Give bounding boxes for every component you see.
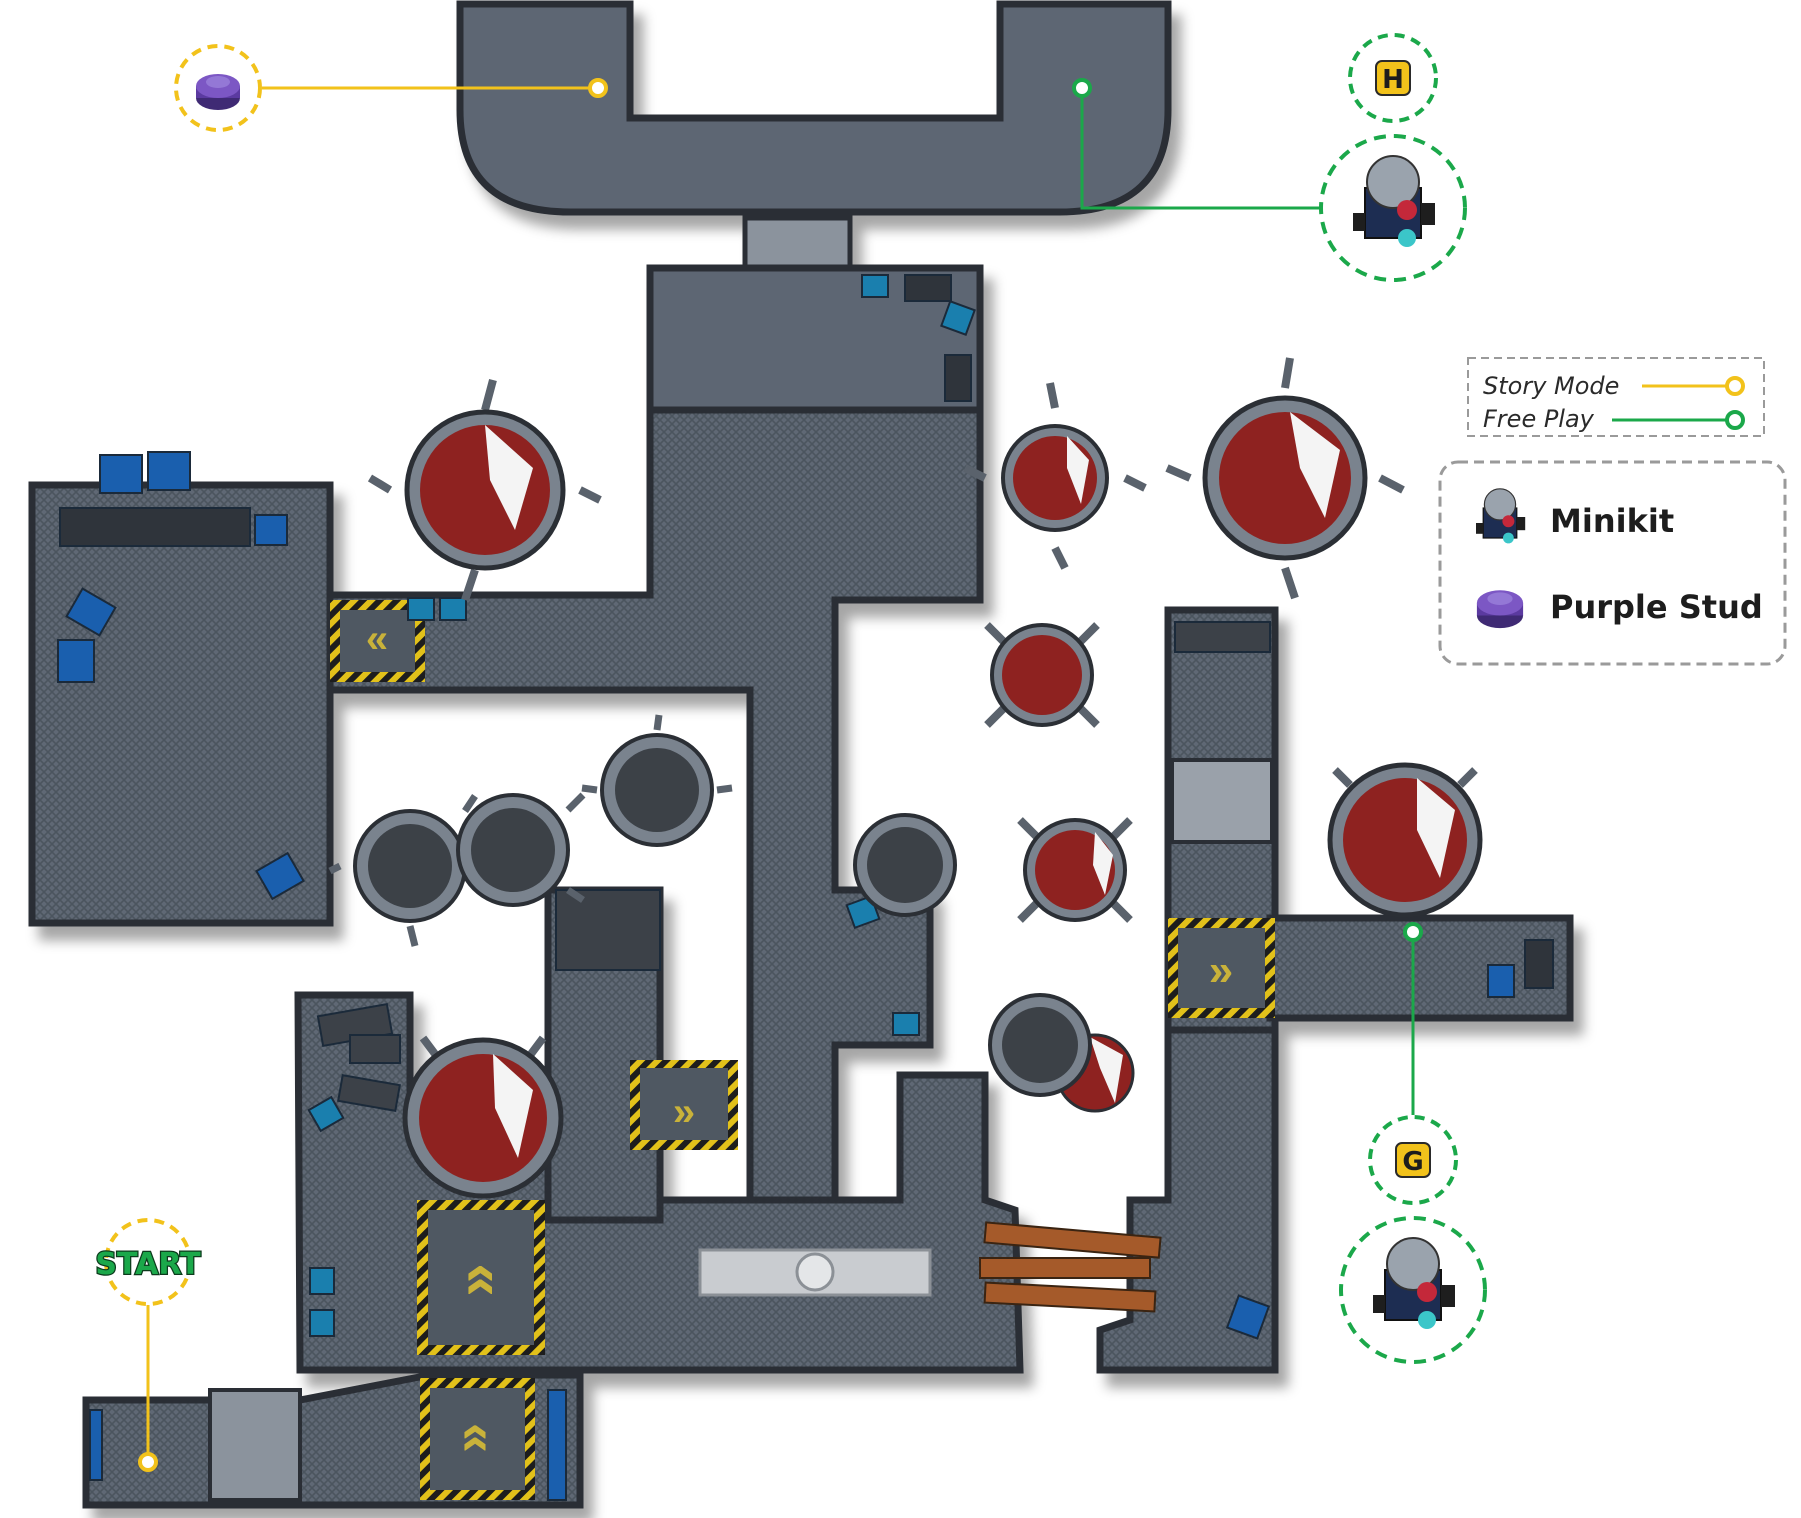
dark-domes xyxy=(328,714,1092,1097)
console xyxy=(944,354,972,402)
crate xyxy=(309,1309,335,1337)
svg-text:»: » xyxy=(1209,946,1233,995)
crate xyxy=(861,274,889,298)
crate xyxy=(147,451,191,491)
lower-right-hall xyxy=(1096,1006,1279,1374)
red-dome xyxy=(984,622,1100,728)
start-label: START xyxy=(95,1247,201,1282)
console xyxy=(1524,939,1554,989)
minikit-icon xyxy=(1373,1237,1455,1329)
console xyxy=(349,1034,401,1064)
crate xyxy=(254,514,288,546)
crate xyxy=(57,639,95,683)
right-stairs xyxy=(1170,758,1274,844)
minikit-marker-h[interactable] xyxy=(1319,134,1467,282)
crates xyxy=(57,274,1554,1501)
dark-dome xyxy=(988,993,1092,1097)
crate xyxy=(1487,964,1515,998)
crate xyxy=(407,597,435,621)
red-domes xyxy=(367,357,1483,1199)
svg-text:»: » xyxy=(673,1090,695,1134)
free-play-label: Free Play xyxy=(1483,405,1595,433)
story-mode-label: Story Mode xyxy=(1483,372,1619,400)
red-dome xyxy=(963,382,1147,570)
boost-pads: « » » » » xyxy=(330,600,1275,1500)
dark-dome xyxy=(456,792,586,907)
crate xyxy=(65,587,117,637)
start-stairs xyxy=(208,1388,302,1502)
crate xyxy=(307,1095,345,1133)
purple-stud-icon xyxy=(1476,590,1524,629)
red-dome xyxy=(1165,357,1405,600)
dark-dome xyxy=(581,714,733,847)
purple-stud-icon xyxy=(196,74,240,110)
crate xyxy=(547,1389,567,1501)
minikit-icon xyxy=(1353,155,1435,247)
red-dome xyxy=(367,378,602,602)
crate xyxy=(892,1012,920,1036)
crate xyxy=(940,300,976,336)
dark-dome xyxy=(328,794,478,947)
crate xyxy=(99,454,143,494)
purple-stud-marker[interactable] xyxy=(174,44,262,132)
console xyxy=(904,274,952,302)
console xyxy=(1174,621,1271,653)
boost-pad-left[interactable]: « xyxy=(330,600,425,682)
start-marker[interactable]: START xyxy=(94,1218,202,1306)
boost-pad-start[interactable]: » xyxy=(420,1378,535,1500)
boost-pad-right[interactable]: » xyxy=(1168,918,1275,1018)
crate xyxy=(439,597,467,621)
crate xyxy=(255,851,305,901)
red-dome xyxy=(1017,817,1133,923)
minikit-label: Minikit xyxy=(1550,502,1674,540)
path-key: Story Mode Free Play xyxy=(1467,357,1765,437)
bridge-stairs xyxy=(742,215,853,276)
boost-pad-lower[interactable]: » xyxy=(417,1200,545,1355)
g-label: G xyxy=(1402,1147,1423,1177)
red-dome xyxy=(1327,762,1483,918)
free-line-h xyxy=(1080,88,1320,210)
boost-pad-middle[interactable]: » xyxy=(630,1060,738,1150)
crate xyxy=(1225,1294,1271,1340)
red-dome xyxy=(402,1035,564,1199)
console xyxy=(337,1074,401,1112)
console xyxy=(89,1409,103,1481)
collectibles-legend: Minikit Purple Stud xyxy=(1438,460,1787,666)
svg-text:«: « xyxy=(366,617,388,661)
left-room xyxy=(28,481,334,927)
free-play-lines xyxy=(1072,78,1423,1115)
g-marker[interactable]: G xyxy=(1368,1115,1458,1205)
machine xyxy=(555,889,661,971)
lever-machine[interactable] xyxy=(698,1248,932,1297)
crate xyxy=(309,1267,335,1295)
purple-stud-label: Purple Stud xyxy=(1550,588,1763,626)
minikit-marker-g[interactable] xyxy=(1339,1216,1487,1364)
svg-text:»: » xyxy=(441,1423,501,1453)
bridge-room xyxy=(456,0,1172,216)
minikit-icon xyxy=(1476,488,1526,544)
dark-dome xyxy=(853,813,957,917)
svg-text:»: » xyxy=(442,1263,509,1296)
h-label: H xyxy=(1382,65,1404,95)
console xyxy=(59,507,251,547)
wooden-barricade[interactable] xyxy=(979,1221,1162,1313)
story-mode-lines xyxy=(138,78,608,1472)
h-marker[interactable]: H xyxy=(1348,33,1438,123)
